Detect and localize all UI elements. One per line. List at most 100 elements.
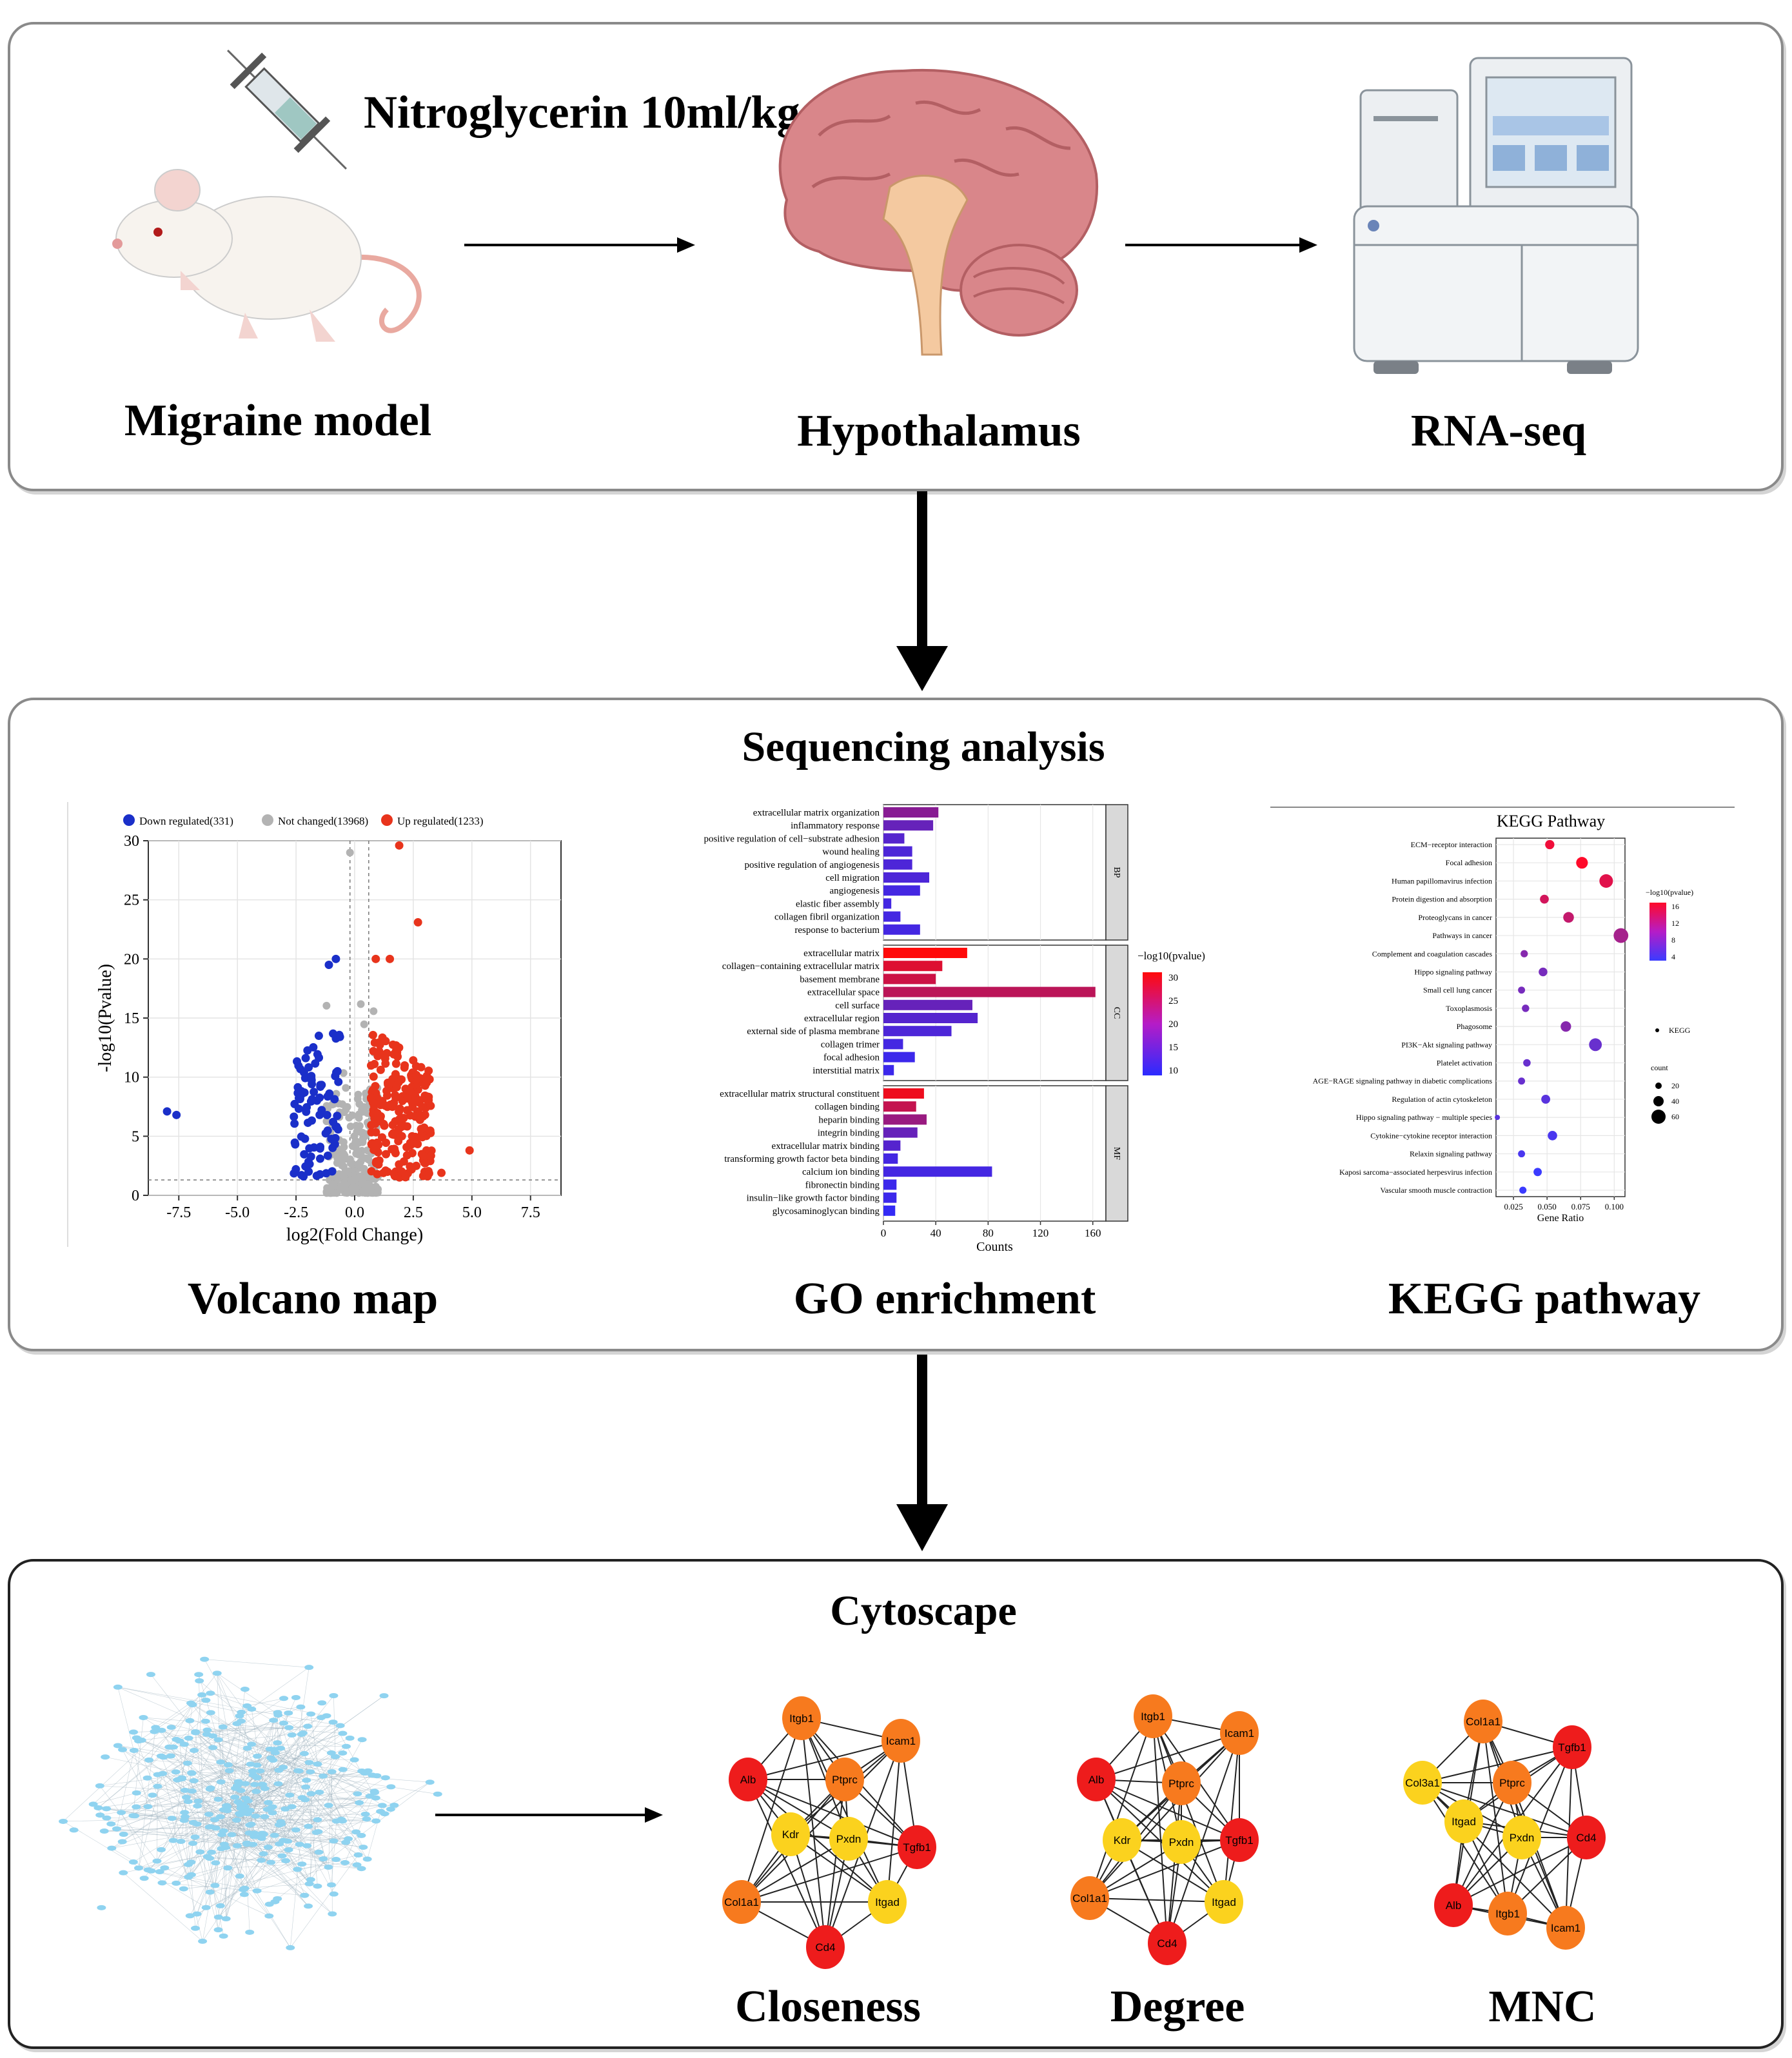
ppi-edge [99,1785,157,1861]
volcano-ytick-label: 15 [124,1010,139,1027]
go-enrichment-label: GO enrichment [793,1274,1096,1324]
ppi-node [239,1886,248,1892]
volcano-point-down [297,1132,306,1141]
ppi-node [300,1892,310,1898]
volcano-point-up [437,1168,446,1177]
volcano-point-up [382,1150,391,1159]
ppi-node [180,1810,190,1816]
ppi-node [287,1732,297,1738]
volcano-point-up [415,1110,424,1119]
ppi-edge [176,1727,290,1740]
go-term-label: insulin−like growth factor binding [747,1193,880,1204]
volcano-point-notchanged [346,1159,355,1168]
ppi-node [190,1834,200,1840]
go-term-label: extracellular matrix [803,948,880,959]
ppi-edge [195,1731,219,1930]
volcano-point-up [376,1065,385,1074]
go-bar [883,1013,978,1023]
ppi-edge [143,1717,377,1776]
ppi-edge [261,1746,347,1861]
ppi-edge [138,1727,156,1868]
ppi-edge [242,1746,347,1810]
ppi-edge [152,1795,255,1834]
volcano-point-up [395,841,404,850]
volcano-point-up [371,1082,380,1091]
volcano-point-up [402,1106,411,1115]
ppi-edge [281,1821,357,1832]
ppi-edge [122,1749,264,1854]
ppi-edge [112,1802,360,1848]
hub-edge [1167,1732,1240,1944]
volcano-xtick-label: 5.0 [462,1204,482,1221]
ppi-node [182,1760,192,1766]
kegg-pathway-label: Kaposi sarcoma−associated herpesvirus in… [1339,1168,1492,1177]
go-facet-frame [883,1085,1107,1222]
kegg-count-legend-label: 60 [1671,1112,1679,1121]
ppi-node [306,1877,315,1883]
ppi-node [329,1693,339,1699]
ppi-node [180,1787,190,1793]
hub-node [1148,1921,1186,1965]
ppi-node [172,1736,181,1742]
hub-node-label: Col3a1 [1405,1777,1440,1789]
go-facet-label: CC [1112,1007,1121,1019]
ppi-node [380,1811,389,1817]
cytoscape-title: Cytoscape [830,1587,1017,1634]
kegg-xtick-label: 0.075 [1571,1202,1590,1211]
ppi-node [191,1730,201,1736]
volcano-point-down [291,1165,300,1174]
volcano-point-up [373,1052,382,1061]
volcano-point-notchanged [330,1189,339,1197]
volcano-point-down [324,961,333,969]
hub-node [1134,1694,1172,1738]
volcano-point-up [395,1107,404,1116]
go-bar [883,1064,894,1075]
hub-node-label: Tgfb1 [903,1841,930,1854]
hub-node [1546,1906,1585,1950]
hub-edge [1089,1839,1240,1899]
ppi-edge [264,1787,306,1789]
hub-node [771,1812,810,1856]
ppi-node [311,1830,321,1836]
go-legend-title: −log10(pvalue) [1137,950,1205,962]
ppi-edge [117,1687,148,1807]
ppi-edge [138,1770,368,1868]
ppi-node [248,1841,258,1847]
ppi-edge [271,1758,355,1760]
ppi-node [88,1801,98,1807]
ppi-node [69,1827,79,1833]
volcano-point-up [382,1091,391,1100]
ppi-node [304,1903,313,1909]
ppi-node [355,1800,364,1806]
ppi-edge [179,1741,196,1928]
ppi-node [281,1806,290,1812]
kegg-pathway-label: Relaxin signaling pathway [1410,1150,1492,1159]
go-bar [883,1026,952,1037]
ppi-node [259,1831,268,1837]
volcano-point-up [417,1063,426,1072]
ppi-node [264,1901,274,1907]
go-term-label: elastic fiber assembly [796,899,880,909]
ppi-edge [141,1740,257,1778]
ppi-node [233,1779,243,1785]
ppi-edge [117,1687,324,1776]
volcano-point-notchanged [359,1154,368,1162]
ppi-node [144,1757,154,1763]
kegg-pathway-label: AGE−RAGE signaling pathway in diabetic c… [1313,1077,1493,1086]
volcano-point-notchanged [352,1187,360,1195]
ppi-node [263,1845,273,1850]
ppi-node [304,1823,313,1829]
ppi-node [239,1892,249,1897]
kegg-pathway-label: Hippo signaling pathway [1414,967,1492,976]
ppi-node [328,1720,338,1725]
go-facet-strip [1105,1085,1128,1222]
ppi-node [206,1849,216,1855]
ppi-node [244,1830,254,1836]
volcano-point-up [413,918,422,926]
syringe-icon [227,50,347,170]
ppi-network [59,1656,442,1950]
volcano-point-up [417,1124,426,1133]
volcano-point-down [314,1032,323,1041]
hub-edge [1422,1782,1587,1838]
volcano-ytick-label: 0 [132,1188,139,1204]
